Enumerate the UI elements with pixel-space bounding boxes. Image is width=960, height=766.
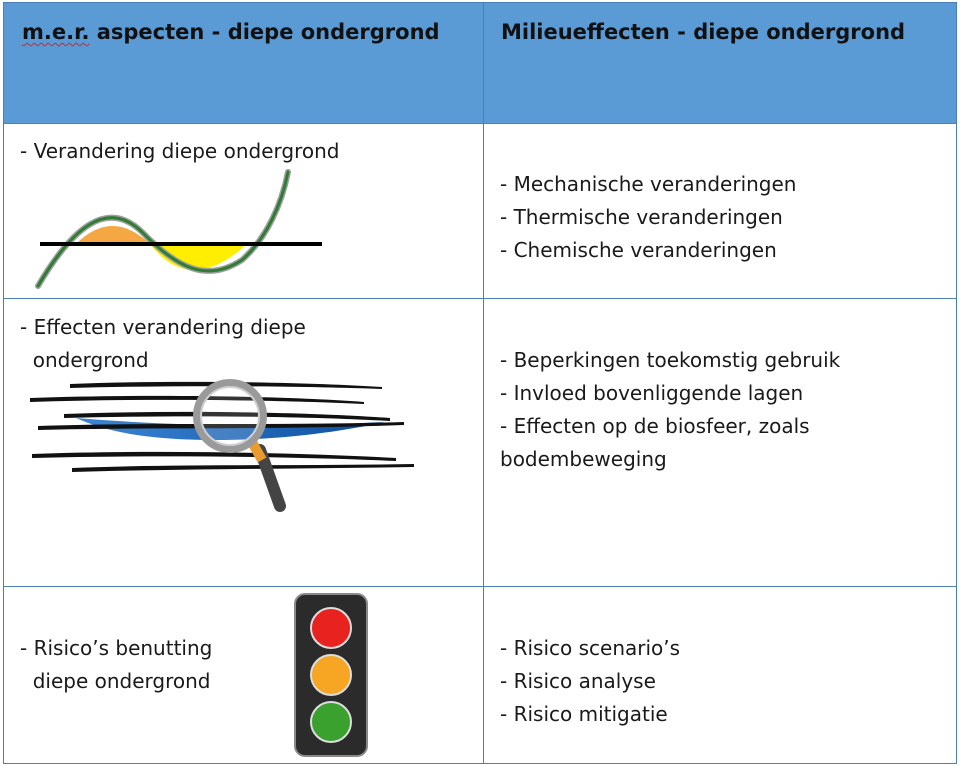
orange-lobe [76,226,150,244]
magnifier-ring-highlight [200,386,260,446]
row1-effect-line3: - Chemische veranderingen [500,238,777,262]
magnifier-ring [193,379,267,453]
header-cell-effects: Milieueffecten - diepe ondergrond [484,2,956,123]
row2-effect-line3: - Effecten op de biosfeer, zoals [500,414,810,438]
blue-reservoir [76,418,384,441]
layer-4 [38,422,404,430]
row3-effect-line3: - Risico mitigatie [500,702,668,726]
row2-aspect-line2: ondergrond [20,348,149,372]
row2-aspect-line1: - Effecten verandering diepe [20,315,306,339]
traffic-light-icon [294,593,368,757]
row1-aspect-line1: - Verandering diepe ondergrond [20,139,340,163]
layer-2 [30,395,364,404]
row3-aspect-line1: - Risico’s benutting [20,636,213,660]
row1-effect-line1: - Mechanische veranderingen [500,172,797,196]
wave-curve-icon [35,169,322,289]
grid-line-top [3,2,957,3]
row2-effect-line1: - Beperkingen toekomstig gebruik [500,348,841,372]
wave-curve [36,170,290,288]
grid-line-bottom [3,763,957,764]
grid-line-left [3,2,4,764]
header-cell-aspects: m.e.r. aspecten - diepe ondergrond [4,2,483,123]
header-aspects-prefix: m.e.r. [22,20,90,44]
red-light-icon [310,607,352,649]
grid-line-header-bottom [3,123,957,124]
header-aspects-rest: aspecten - diepe ondergrond [89,20,440,44]
green-light-icon [310,701,352,743]
header-effects-title: Milieueffecten - diepe ondergrond [501,20,906,44]
grid-line-middle [483,2,484,764]
amber-light-icon [310,654,352,696]
magnifier-handle [254,444,286,512]
horizon-line [40,242,322,246]
grid-line-right [956,2,957,764]
grid-line-row2-bottom [3,586,957,587]
yellow-lobe [150,244,247,270]
magnifier-layers-icon [30,379,414,512]
row3-effect-line2: - Risico analyse [500,669,656,693]
magnifier-collar [247,439,267,463]
layer-3 [64,411,390,421]
row2-effect-line4: bodembeweging [500,447,667,471]
layer-5 [32,451,396,461]
row1-effect-line2: - Thermische veranderingen [500,205,783,229]
row3-aspect-line2: diepe ondergrond [20,669,211,693]
layer-6 [72,464,414,472]
row3-effect-line1: - Risico scenario’s [500,636,681,660]
row2-effect-line2: - Invloed bovenliggende lagen [500,381,804,405]
header-aspects-title: m.e.r. aspecten - diepe ondergrond [22,20,440,44]
curve-shadow [35,169,291,289]
grid-line-row1-bottom [3,298,957,299]
